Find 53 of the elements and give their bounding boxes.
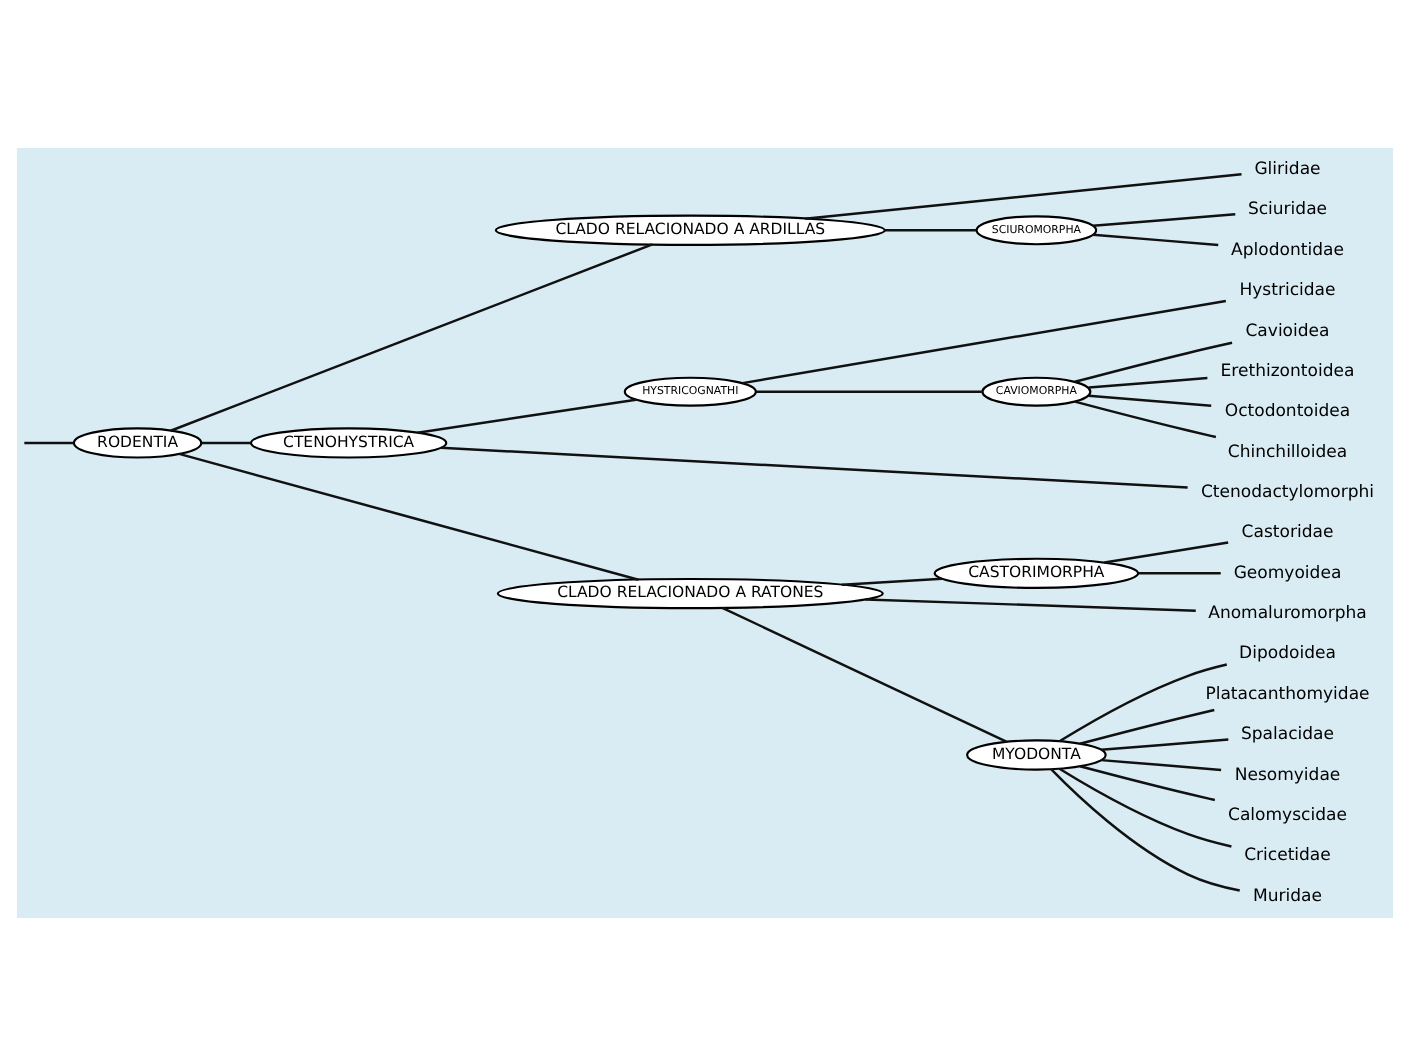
node-text: Spalacidae <box>1240 724 1335 745</box>
connector <box>742 298 1227 384</box>
connector <box>201 440 251 444</box>
node-text: Erethizontoidea <box>1220 360 1355 381</box>
connector <box>1050 767 1240 891</box>
node-ellipse: RODENTIA <box>72 426 203 458</box>
node-text: Calomyscidae <box>1228 804 1347 825</box>
connector <box>865 597 1196 611</box>
connector <box>440 445 1188 488</box>
node-ellipse: CLADO RELACIONADO A RATONES <box>496 576 884 609</box>
connector <box>24 440 74 444</box>
connector <box>1074 340 1233 382</box>
node-text: Castoridae <box>1241 522 1334 543</box>
node-text: Anomaluromorpha <box>1208 603 1367 624</box>
node-ellipse: MYODONTA <box>966 738 1107 770</box>
connector <box>1092 232 1219 246</box>
node-text: Gliridae <box>1254 159 1321 180</box>
node-text: Chinchilloidea <box>1227 441 1348 462</box>
connector <box>1088 393 1212 407</box>
node-text: Aplodontidae <box>1231 239 1344 260</box>
connector <box>1092 212 1236 227</box>
connector <box>1058 662 1228 742</box>
connector <box>804 172 1242 219</box>
connector <box>884 228 977 231</box>
connector <box>841 576 943 585</box>
node-text: Octodontoidea <box>1224 401 1351 422</box>
node-text: Sciuridae <box>1247 199 1328 220</box>
node-text: Platacanthomyidae <box>1205 683 1370 704</box>
connector <box>1079 707 1215 744</box>
connector <box>1058 766 1232 847</box>
connector <box>417 397 637 433</box>
node-ellipse: CTENOHYSTRICA <box>249 426 448 458</box>
connector <box>1079 764 1216 801</box>
node-text: Muridae <box>1253 885 1322 906</box>
connector <box>755 389 982 392</box>
node-text: Nesomyidae <box>1234 764 1341 785</box>
node-ellipse: CASTORIMORPHA <box>933 556 1140 589</box>
node-text: Cavioidea <box>1245 320 1330 341</box>
connector <box>1101 757 1222 771</box>
node-text: Ctenodactylomorphi <box>1200 481 1375 502</box>
connector <box>1138 571 1221 574</box>
connector <box>1088 375 1208 388</box>
node-text: Hystricidae <box>1239 280 1336 301</box>
connector <box>1074 399 1217 438</box>
connector <box>170 242 653 431</box>
node-ellipse: CLADO RELACIONADO A ARDILLAS <box>494 213 886 245</box>
node-text: Geomyoidea <box>1233 562 1342 583</box>
node-text: Cricetidae <box>1244 845 1331 866</box>
connector <box>1104 540 1229 563</box>
connector <box>1101 737 1229 751</box>
connector <box>178 451 639 580</box>
node-text: Dipodoidea <box>1239 643 1336 664</box>
connector <box>721 605 1008 742</box>
